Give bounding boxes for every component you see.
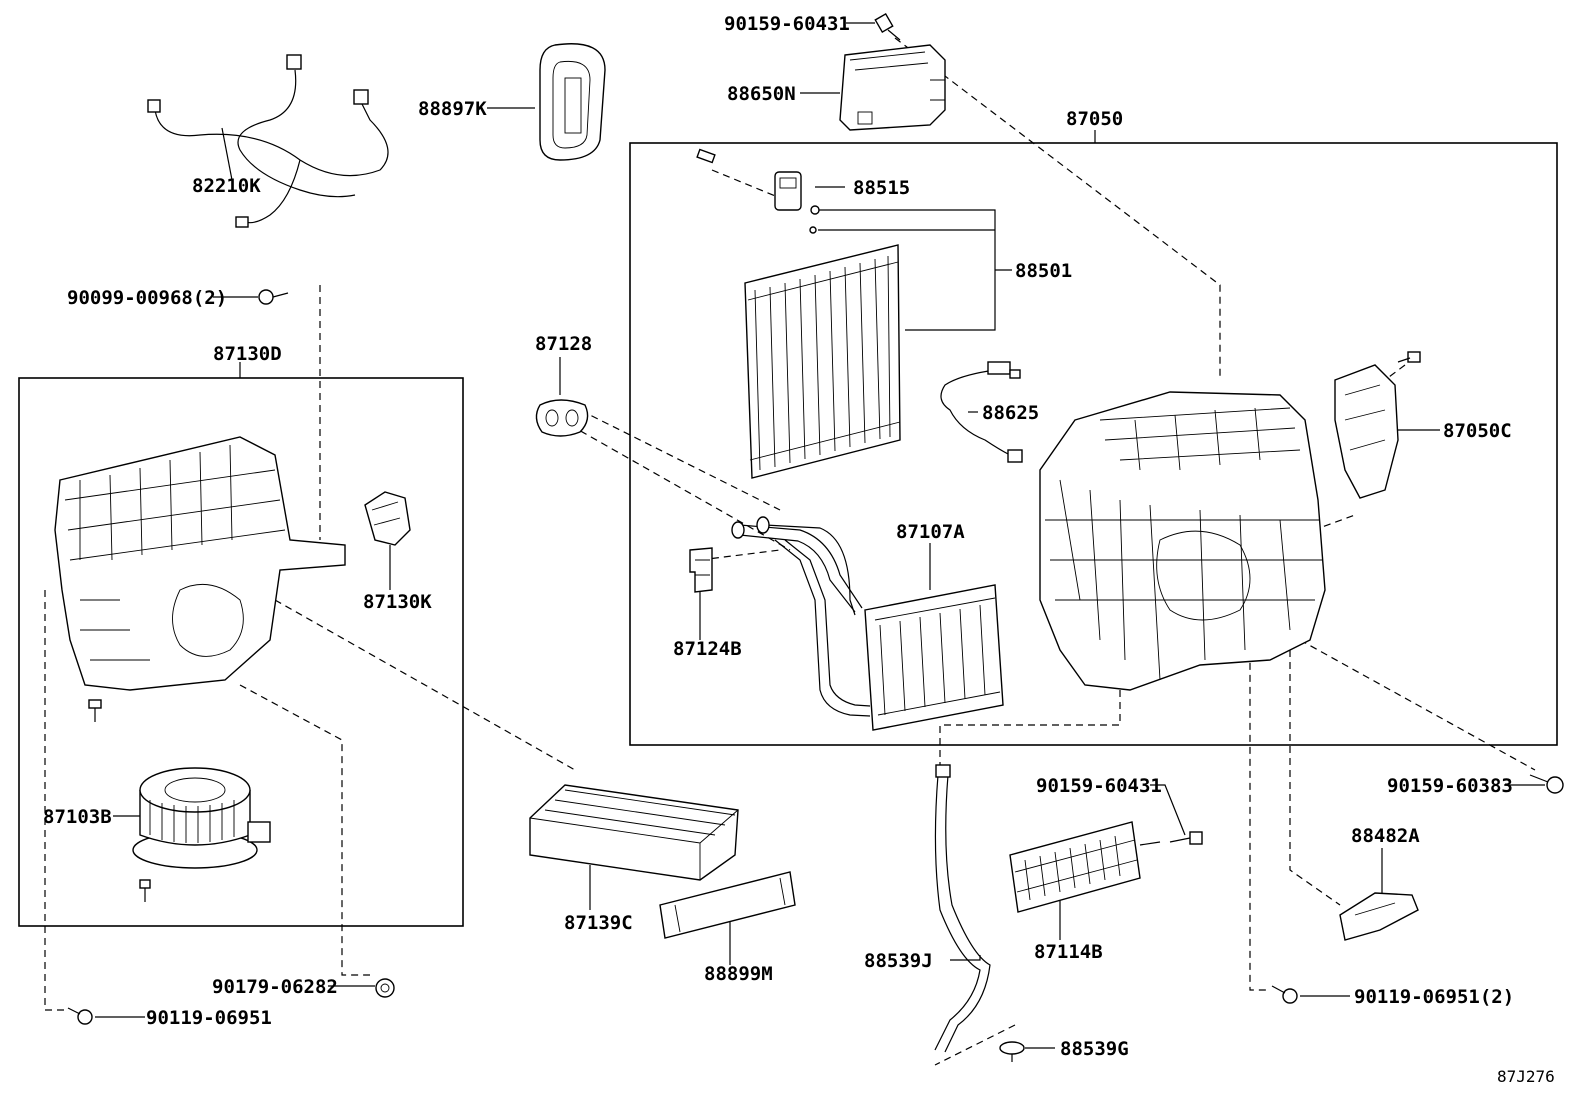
part-label[interactable]: 87050 (1066, 108, 1123, 130)
wire-harness-82210k-drawing (147, 54, 389, 228)
evaporator-88501-drawing (744, 244, 901, 479)
valve-88515-drawing (696, 148, 820, 234)
part-label[interactable]: 90119-06951 (146, 1007, 272, 1029)
screw-icon (88, 699, 151, 902)
clip-icon (375, 978, 395, 998)
part-label[interactable]: 90159-60431 (1036, 775, 1162, 797)
module-88650n-drawing (839, 44, 946, 131)
sensor-88625-drawing (940, 361, 1023, 463)
part-label[interactable]: 88515 (853, 177, 910, 199)
cover-88899m-drawing (659, 871, 796, 939)
clip-87124b-drawing (689, 547, 713, 593)
part-label[interactable]: 88897K (418, 98, 487, 120)
part-label[interactable]: 90159-60383 (1387, 775, 1513, 797)
seal-88897k-drawing (539, 43, 606, 161)
diagram-id: 87J276 (1497, 1067, 1555, 1086)
bolt-icon (258, 289, 289, 305)
part-label[interactable]: 88539J (864, 950, 933, 972)
part-label[interactable]: 87139C (564, 912, 633, 934)
filter-87139c-drawing (529, 784, 739, 881)
part-label[interactable]: 87130D (213, 343, 282, 365)
part-labels: 90159-60431 88650N 88897K 82210K 87050 8… (43, 13, 1555, 1086)
hvac-case-87050-drawing (1039, 391, 1326, 691)
part-label[interactable]: 88899M (704, 963, 773, 985)
grommet-87128-drawing (535, 399, 589, 437)
clip-icon (999, 1041, 1025, 1062)
ptc-heater-87114b-drawing (1009, 821, 1161, 913)
group-box-87130d (18, 377, 464, 927)
part-label[interactable]: 88539G (1060, 1038, 1129, 1060)
part-label[interactable]: 88482A (1351, 825, 1420, 847)
part-label[interactable]: 87130K (363, 591, 432, 613)
heater-core-87107a-drawing (731, 516, 1004, 731)
bolt-icon (1529, 774, 1564, 794)
actuator-87130k-drawing (364, 491, 411, 546)
part-label[interactable]: 82210K (192, 175, 261, 197)
part-label[interactable]: 90159-60431 (724, 13, 850, 35)
part-label[interactable]: 88650N (727, 83, 796, 105)
part-label[interactable]: 87050C (1443, 420, 1512, 442)
bolt-icon (1169, 831, 1203, 845)
part-label[interactable]: 87103B (43, 806, 112, 828)
part-label[interactable]: 87107A (896, 521, 965, 543)
actuator-87050c-drawing (1334, 351, 1421, 499)
part-label[interactable]: 90099-00968(2) (67, 287, 227, 309)
blower-motor-87103b-drawing (132, 767, 271, 869)
part-label[interactable]: 87128 (535, 333, 592, 355)
part-label[interactable]: 87124B (673, 638, 742, 660)
leader-lines (95, 22, 1545, 1049)
part-label[interactable]: 90179-06282 (212, 976, 338, 998)
drain-hose-88539j-drawing (934, 764, 991, 1053)
part-label[interactable]: 87114B (1034, 941, 1103, 963)
bolt-icon (67, 985, 1298, 1025)
assembly-dash-lines (44, 37, 1536, 1066)
part-label[interactable]: 88625 (982, 402, 1039, 424)
part-label[interactable]: 90119-06951(2) (1354, 986, 1514, 1008)
bolt-icon (874, 12, 901, 41)
blower-case-87130d-drawing (54, 436, 346, 691)
part-label[interactable]: 88501 (1015, 260, 1072, 282)
bracket-88482a-drawing (1339, 892, 1419, 941)
group-box-87050 (629, 142, 1558, 746)
